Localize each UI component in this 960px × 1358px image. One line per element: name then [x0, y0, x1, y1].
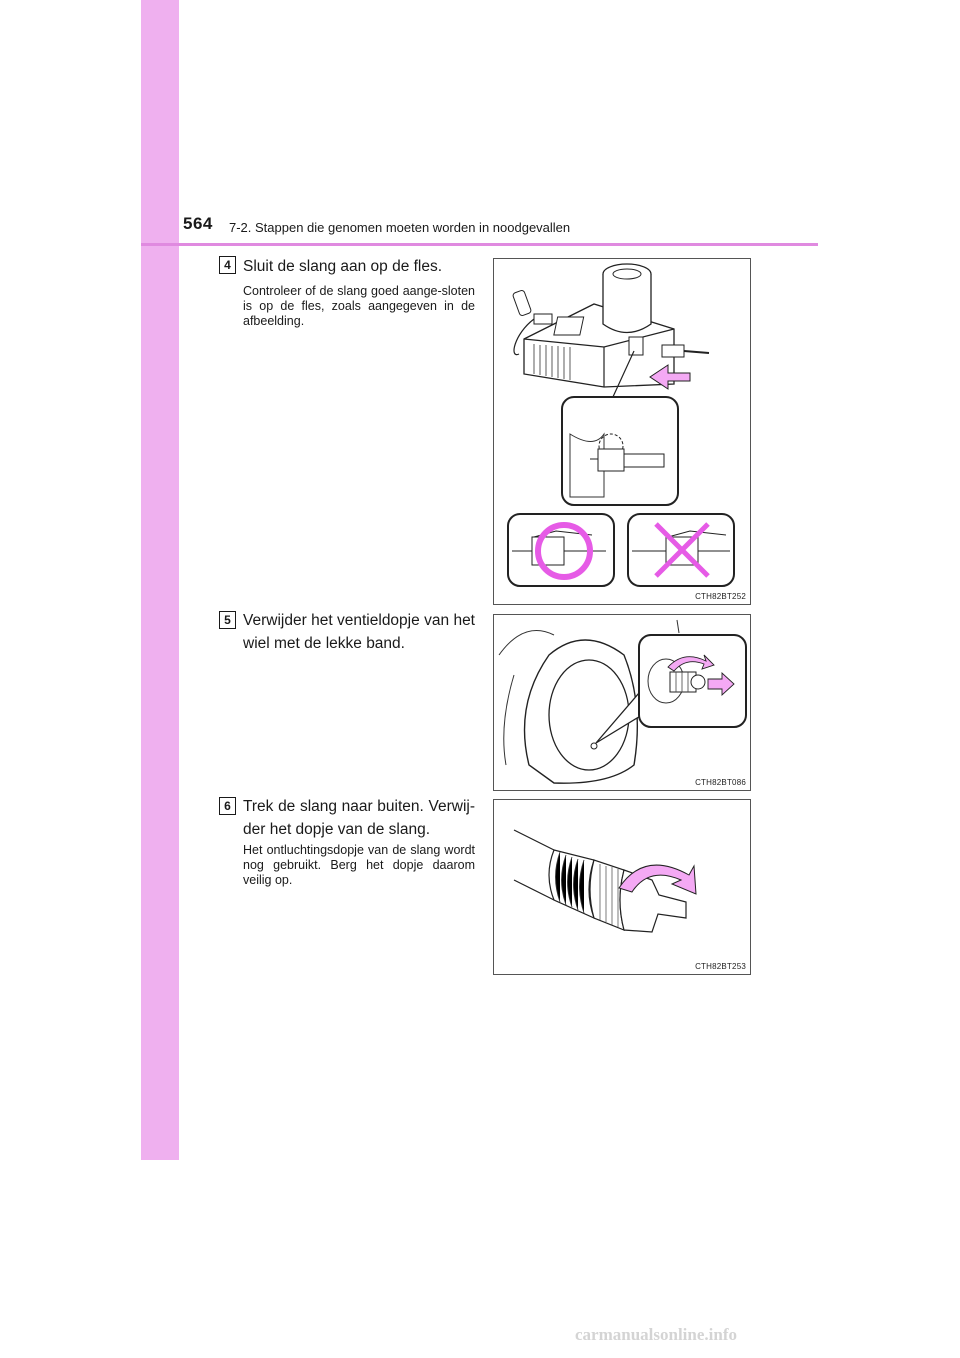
figure-hose-bottle-connection: CTH82BT252: [493, 258, 751, 605]
step-instruction: Trek de slang naar buiten. Verwij-der he…: [243, 798, 475, 838]
figure-code: CTH82BT253: [695, 962, 746, 971]
section-title: 7-2. Stappen die genomen moeten worden i…: [229, 220, 571, 235]
figure-code: CTH82BT252: [695, 592, 746, 601]
step-number-badge: 4: [219, 256, 236, 274]
chapter-header-tab: [141, 200, 179, 244]
header-rule: [141, 243, 818, 246]
site-watermark: carmanualsonline.info: [575, 1325, 737, 1344]
figure-code: CTH82BT086: [695, 778, 746, 787]
page-number: 564: [183, 214, 213, 233]
figure-valve-cap-removal: CTH82BT086: [493, 614, 751, 791]
step-number-badge: 6: [219, 797, 236, 815]
figure-hose-cap-removal: CTH82BT253: [493, 799, 751, 975]
step-instruction: Sluit de slang aan op de fles.: [243, 258, 443, 275]
step-note: Het ontluchtingsdopje van de slang wordt…: [243, 843, 475, 887]
chapter-side-tab: [141, 0, 179, 1160]
step-note: Controleer of de slang goed aange-sloten…: [243, 284, 475, 328]
step-instruction: Verwijder het ventieldopje van het wiel …: [243, 612, 475, 652]
step-number-badge: 5: [219, 611, 236, 629]
